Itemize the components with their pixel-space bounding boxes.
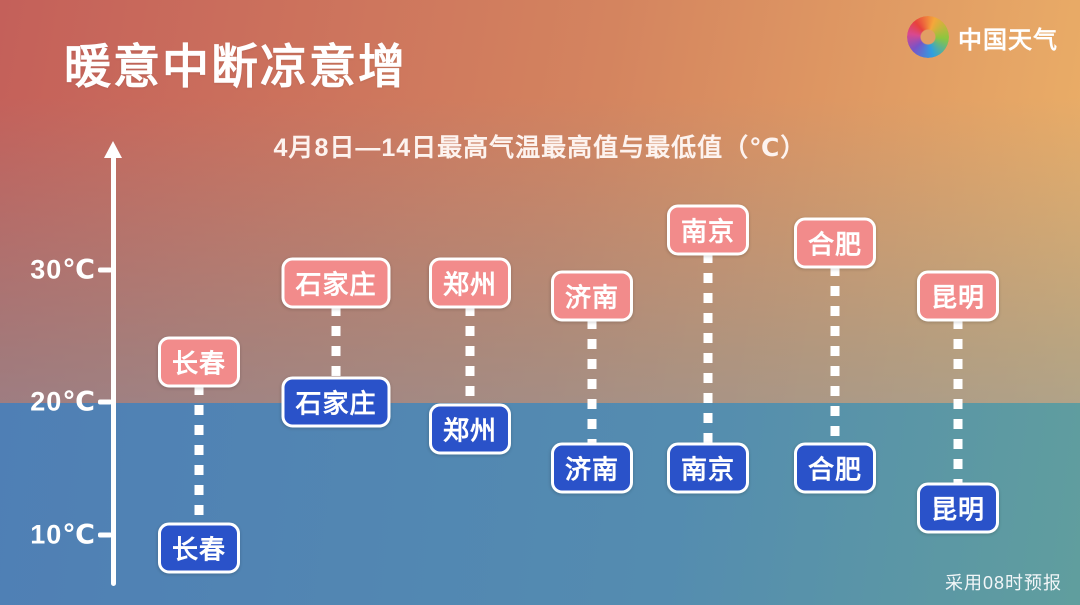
forecast-source-note: 采用08时预报: [944, 573, 1062, 593]
range-line: [953, 319, 963, 485]
tick-mark-30: [98, 267, 112, 273]
tick-mark-20: [98, 399, 112, 405]
brand-logo: 中国天气: [907, 16, 1058, 58]
tick-label-30: 30℃: [30, 254, 96, 285]
range-line: [703, 252, 713, 446]
low-badge: 郑州: [428, 403, 512, 454]
range-line: [587, 319, 597, 446]
high-badge: 郑州: [428, 257, 512, 309]
chart-subtitle: 4月8日—14日最高气温最高值与最低值（℃）: [273, 134, 807, 162]
low-badge: 南京: [666, 442, 750, 494]
low-badge: 昆明: [916, 482, 1000, 534]
high-badge: 济南: [550, 270, 634, 322]
tick-label-20: 20℃: [30, 386, 96, 417]
weather-swirl-icon: [907, 16, 949, 58]
tick-label-10: 10℃: [30, 519, 96, 550]
brand-name: 中国天气: [958, 26, 1058, 54]
range-line: [331, 305, 341, 379]
axis-arrow-icon: [104, 141, 122, 158]
tick-mark-10: [98, 532, 112, 538]
high-badge: 昆明: [916, 270, 1000, 322]
y-axis-line: [111, 156, 116, 586]
low-badge: 合肥: [793, 442, 877, 494]
high-badge: 南京: [666, 204, 750, 256]
page-title: 暖意中断凉意增: [64, 40, 407, 93]
low-badge: 济南: [550, 442, 634, 494]
high-badge: 长春: [157, 336, 241, 388]
range-line: [830, 266, 840, 446]
range-line: [194, 385, 204, 525]
low-badge: 长春: [157, 522, 241, 574]
low-badge: 石家庄: [281, 376, 391, 428]
range-line: [465, 305, 475, 406]
high-badge: 合肥: [793, 217, 877, 269]
high-badge: 石家庄: [281, 257, 391, 309]
